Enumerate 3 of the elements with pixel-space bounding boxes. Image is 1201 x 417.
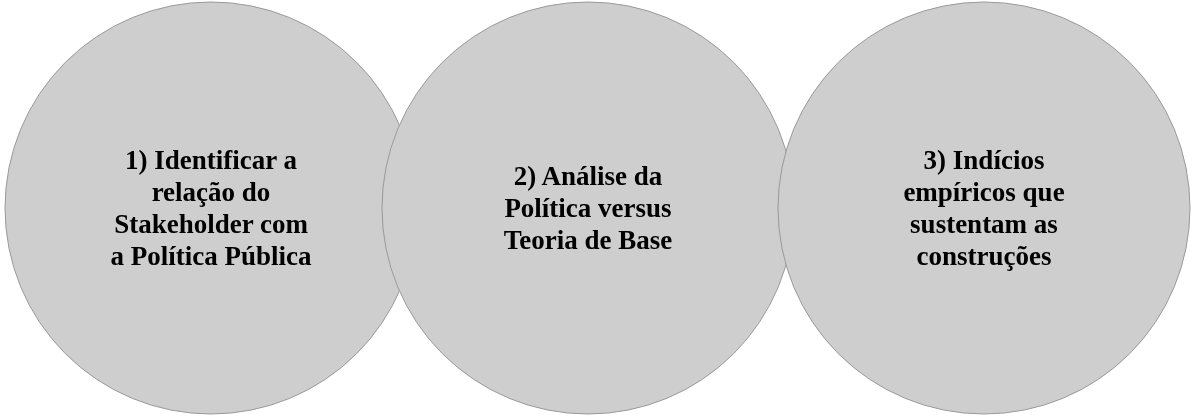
- step-text: 2) Análise da Política versus Teoria de Base: [488, 160, 688, 256]
- step-text: 3) Indícios empíricos que sustentam as construções: [884, 144, 1084, 272]
- step-text: 1) Identificar a relação do Stakeholder com a Política Pública: [106, 144, 316, 272]
